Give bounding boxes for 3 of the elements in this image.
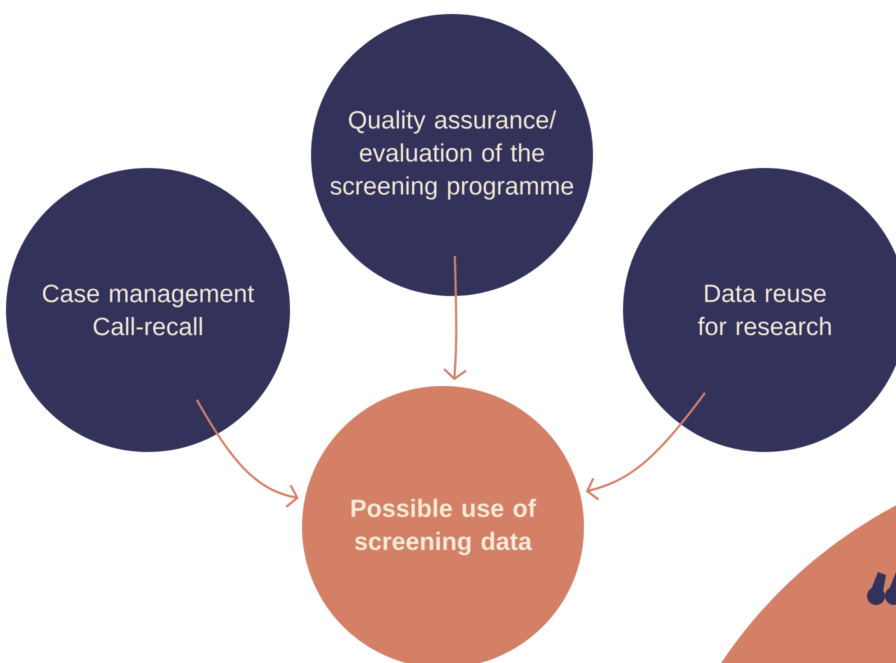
arrow	[443, 256, 467, 380]
arrow	[196, 399, 299, 508]
arrow	[586, 392, 706, 501]
